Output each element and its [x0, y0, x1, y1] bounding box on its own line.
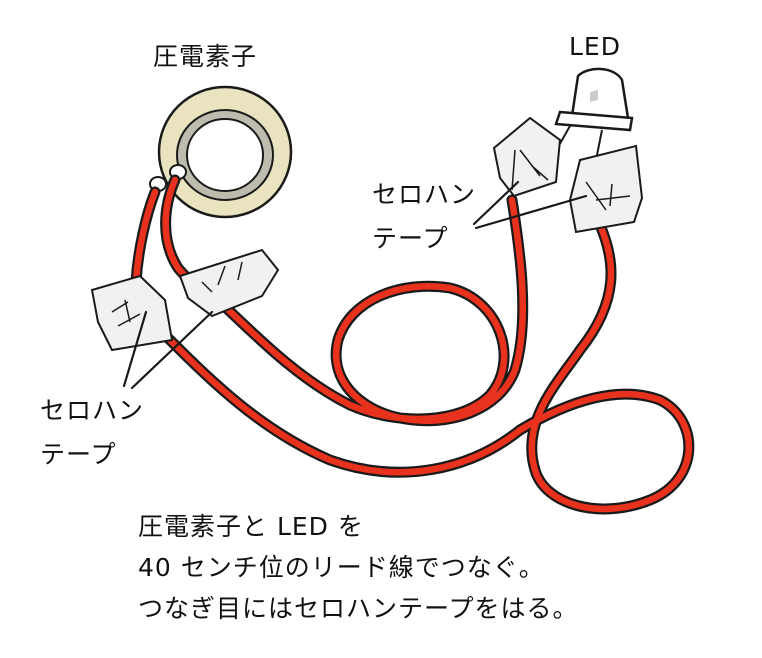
tape-right-2 — [568, 144, 644, 234]
piezo-label: 圧電素子 — [153, 42, 258, 71]
tape-left-label-line1: セロハン — [40, 396, 145, 425]
tape-left-2 — [178, 248, 280, 318]
leader-lines — [122, 180, 588, 390]
instruction-caption: 圧電素子と LED を 40 センチ位のリード線でつなぐ。 つなぎ目にはセロハン… — [138, 506, 579, 629]
leader-right-1 — [472, 180, 520, 226]
tape-right-label-line1: セロハン — [372, 180, 477, 209]
tape-right-label-line2: テープ — [372, 224, 449, 253]
caption-line-1: 圧電素子と LED を — [138, 512, 364, 541]
leader-right-2 — [474, 194, 588, 230]
caption-line-2: 40 センチ位のリード線でつなぐ。 — [138, 553, 545, 582]
caption-line-3: つなぎ目にはセロハンテープをはる。 — [138, 594, 579, 623]
tape-left-1 — [90, 274, 174, 352]
leader-left-1 — [122, 310, 148, 388]
led-component — [519, 67, 634, 216]
tape-right-1 — [492, 116, 562, 198]
piezo-element — [149, 85, 293, 219]
leader-left-2 — [130, 310, 214, 390]
tape-left-label-line2: テープ — [40, 440, 117, 469]
led-label: LED — [569, 32, 621, 61]
